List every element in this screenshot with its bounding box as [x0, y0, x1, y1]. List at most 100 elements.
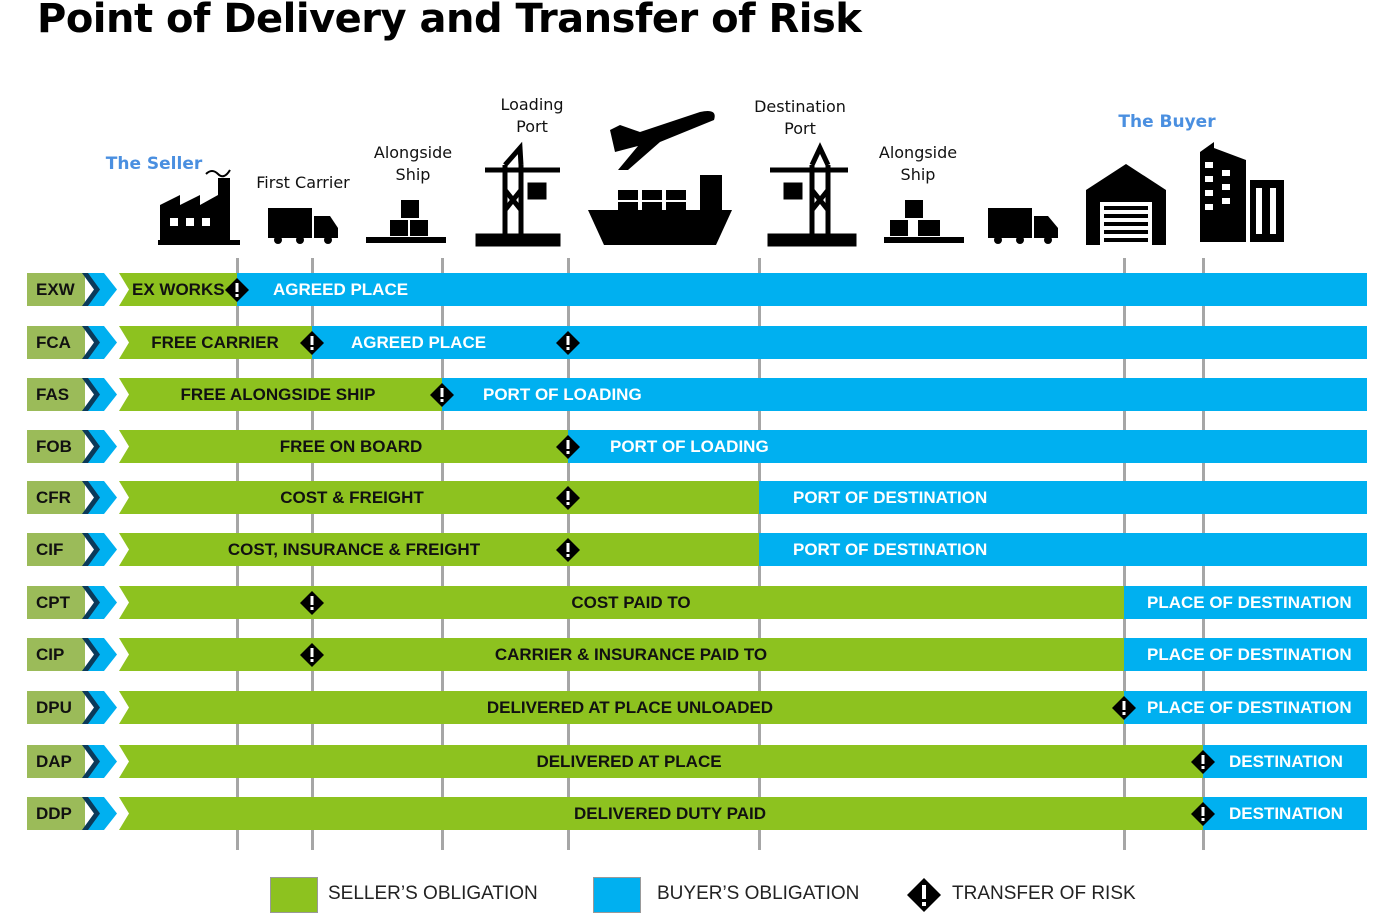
seller-obligation-bar — [119, 378, 442, 411]
incoterm-code: FAS — [27, 378, 85, 411]
transfer-of-risk-icon — [556, 331, 580, 355]
chevron-icon — [82, 638, 117, 671]
chevron-icon — [82, 745, 117, 778]
row-cpt: CPT COST PAID TO PLACE OF DESTINATION — [0, 586, 1389, 619]
buyer-obligation-label: PORT OF DESTINATION — [793, 488, 988, 507]
buyer-obligation-label: DESTINATION — [1229, 752, 1343, 771]
seller-obligation-label: CARRIER & INSURANCE PAID TO — [494, 645, 768, 664]
transfer-of-risk-icon — [225, 278, 249, 302]
seller-obligation-label: FREE ON BOARD — [279, 437, 423, 456]
buyer-obligation-bar — [1124, 586, 1367, 619]
seller-obligation-bar — [119, 586, 1124, 619]
legend-seller-swatch — [270, 877, 318, 913]
incoterm-code: FOB — [27, 430, 85, 463]
risk-diamond-icon — [907, 878, 941, 912]
buyer-obligation-label: AGREED PLACE — [351, 333, 487, 352]
row-ddp: DDP DELIVERED DUTY PAID DESTINATION — [0, 797, 1389, 830]
seller-obligation-bar — [119, 691, 1124, 724]
seller-obligation-bar — [119, 797, 1203, 830]
seller-obligation-bar — [119, 273, 237, 306]
row-fca: FCA FREE CARRIER AGREED PLACE — [0, 326, 1389, 359]
buyer-obligation-bar — [1203, 797, 1367, 830]
incoterm-code: DAP — [27, 745, 85, 778]
transfer-of-risk-icon — [300, 591, 324, 615]
chevron-icon — [82, 586, 117, 619]
header-line: Port — [784, 119, 816, 138]
chevron-icon — [82, 378, 117, 411]
buyer-obligation-label: DESTINATION — [1229, 804, 1343, 823]
header-line: Destination — [754, 97, 846, 116]
factory-icon — [158, 169, 240, 245]
crane-icon — [767, 142, 857, 247]
incoterm-code: DPU — [27, 691, 85, 724]
buyer-obligation-bar — [759, 533, 1367, 566]
header-line: Ship — [395, 165, 431, 184]
alongside-ship-icon — [366, 200, 446, 243]
incoterm-code: FCA — [27, 326, 85, 359]
header-first-carrier: First Carrier — [256, 172, 349, 194]
transfer-of-risk-icon — [300, 643, 324, 667]
seller-obligation-label: DELIVERED AT PLACE UNLOADED — [486, 698, 774, 717]
seller-label: The Seller — [105, 154, 203, 174]
buyer-obligation-label: PORT OF DESTINATION — [793, 540, 988, 559]
alongside-ship-icon — [884, 200, 964, 243]
header-line: Alongside — [878, 143, 958, 162]
legend-risk-label: TRANSFER OF RISK — [952, 883, 1136, 904]
warehouse-icon — [1086, 164, 1166, 245]
transfer-of-risk-icon — [1191, 802, 1215, 826]
buyer-obligation-bar — [568, 430, 1367, 463]
buyer-obligation-label: PORT OF LOADING — [610, 437, 769, 456]
chevron-icon — [82, 326, 117, 359]
seller-obligation-bar — [119, 533, 759, 566]
transfer-of-risk-icon — [1112, 696, 1136, 720]
seller-obligation-label: COST & FREIGHT — [280, 488, 424, 507]
row-fas: FAS FREE ALONGSIDE SHIP PORT OF LOADING — [0, 378, 1389, 411]
buyer-obligation-label: PLACE OF DESTINATION — [1147, 645, 1352, 664]
buyer-obligation-bar — [759, 481, 1367, 514]
row-exw: EXW EX WORKS AGREED PLACE — [0, 273, 1389, 306]
seller-obligation-bar — [119, 638, 1124, 671]
transfer-of-risk-icon — [556, 538, 580, 562]
airplane-icon — [610, 111, 715, 170]
buyer-obligation-label: PLACE OF DESTINATION — [1147, 698, 1352, 717]
seller-obligation-bar — [119, 481, 759, 514]
icon-strip — [158, 111, 1284, 247]
cargo-ship-icon — [588, 175, 732, 245]
row-dap: DAP DELIVERED AT PLACE DESTINATION — [0, 745, 1389, 778]
incoterm-code: CIP — [27, 638, 85, 671]
truck-icon — [988, 208, 1058, 244]
chevron-icon — [82, 797, 117, 830]
seller-obligation-bar — [119, 745, 1203, 778]
row-fob: FOB FREE ON BOARD PORT OF LOADING — [0, 430, 1389, 463]
buyer-obligation-label: AGREED PLACE — [273, 280, 409, 299]
legend-seller-label: SELLER’S OBLIGATION — [328, 883, 538, 904]
buyer-obligation-bar — [442, 378, 1367, 411]
header-line: First Carrier — [256, 173, 350, 192]
truck-icon — [268, 208, 338, 244]
transfer-of-risk-icon — [1191, 750, 1215, 774]
buyer-obligation-bar — [1124, 638, 1367, 671]
incoterm-code: EXW — [27, 273, 85, 306]
buyer-obligation-label: PLACE OF DESTINATION — [1147, 593, 1352, 612]
transfer-of-risk-icon — [430, 383, 454, 407]
seller-obligation-label: DELIVERED AT PLACE — [536, 752, 722, 771]
header-line: Alongside — [373, 143, 453, 162]
row-cip: CIP CARRIER & INSURANCE PAID TO PLACE OF… — [0, 638, 1389, 671]
header-line: Port — [516, 117, 548, 136]
header-line: Ship — [900, 165, 936, 184]
seller-obligation-label: FREE CARRIER — [151, 333, 279, 352]
page-title: Point of Delivery and Transfer of Risk — [37, 0, 862, 42]
incoterm-code: CPT — [27, 586, 85, 619]
row-dpu: DPU DELIVERED AT PLACE UNLOADED PLACE OF… — [0, 691, 1389, 724]
chevron-icon — [82, 481, 117, 514]
seller-obligation-bar — [119, 430, 568, 463]
legend-buyer-swatch — [593, 877, 641, 913]
buildings-icon — [1200, 142, 1284, 242]
row-cif: CIF COST, INSURANCE & FREIGHT PORT OF DE… — [0, 533, 1389, 566]
legend-buyer-label: BUYER’S OBLIGATION — [657, 883, 860, 904]
seller-obligation-label: EX WORKS — [132, 280, 225, 299]
incoterm-code: CFR — [27, 481, 85, 514]
